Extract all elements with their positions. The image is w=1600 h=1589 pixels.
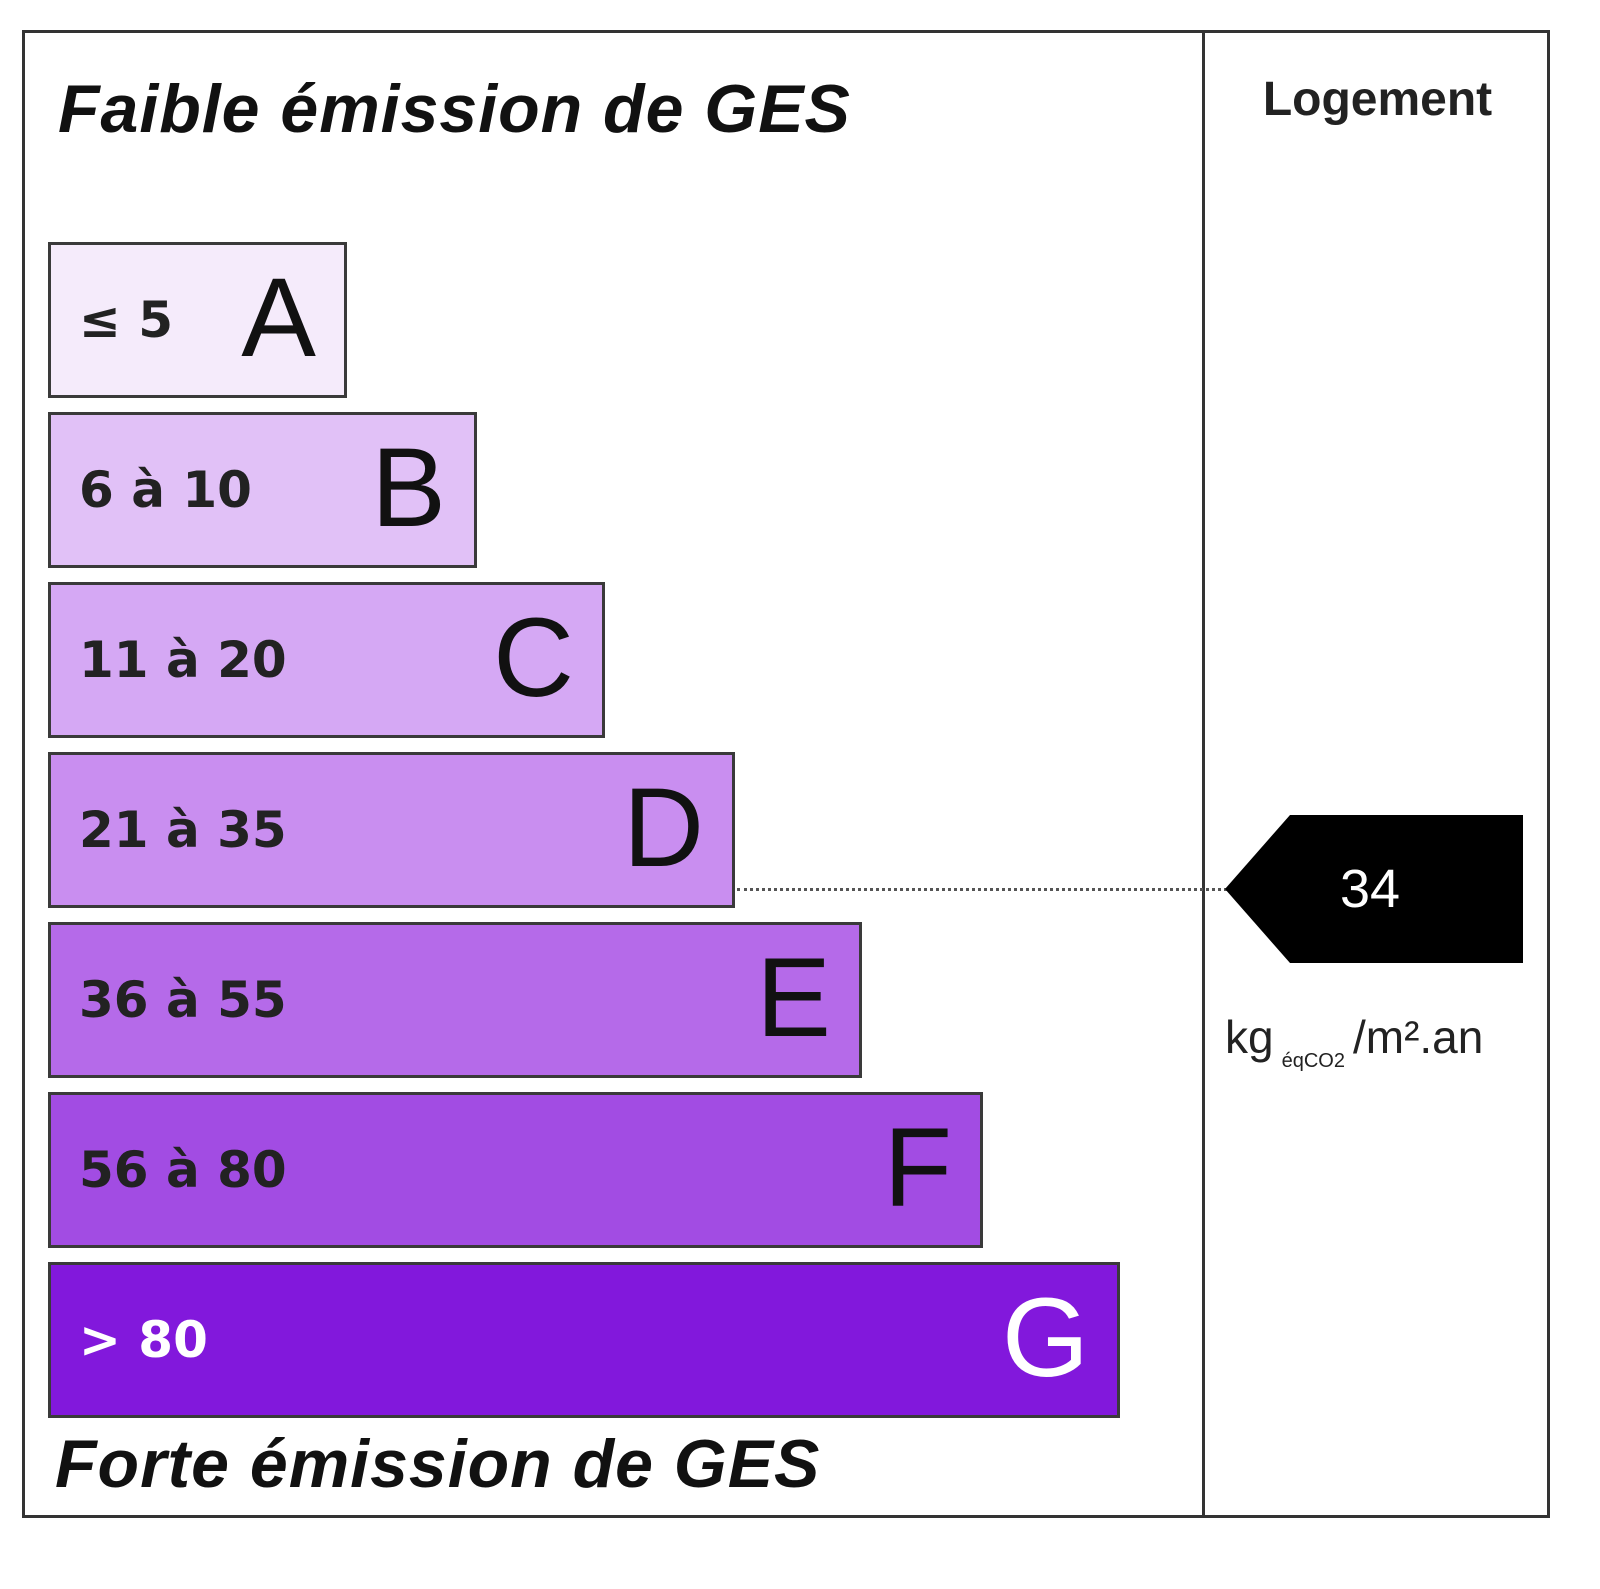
class-bar-f: 56 à 80 F [48, 1092, 983, 1248]
class-range: 6 à 10 [79, 461, 252, 519]
column-divider [1202, 30, 1205, 1518]
class-letter: D [623, 764, 704, 890]
label-frame [22, 30, 1550, 1518]
class-letter: C [493, 594, 574, 720]
class-bar-g: > 80 G [48, 1262, 1120, 1418]
class-bar-b: 6 à 10 B [48, 412, 477, 568]
title-low-emission: Faible émission de GES [58, 71, 851, 147]
units-main: kg [1225, 1011, 1274, 1063]
value-arrow-icon [1225, 815, 1523, 963]
units-sub: éqCO2 [1281, 1050, 1345, 1072]
class-bar-c: 11 à 20 C [48, 582, 605, 738]
class-bar-e: 36 à 55 E [48, 922, 862, 1078]
class-letter: F [883, 1104, 952, 1230]
class-range: 11 à 20 [79, 631, 287, 689]
class-letter: A [241, 254, 316, 380]
class-range: ≤ 5 [79, 291, 174, 349]
class-range: 56 à 80 [79, 1141, 287, 1199]
ges-value: 34 [1339, 859, 1401, 919]
class-letter: B [371, 424, 446, 550]
class-range: 36 à 55 [79, 971, 287, 1029]
class-range: 21 à 35 [79, 801, 287, 859]
class-letter: G [1001, 1274, 1089, 1400]
class-bar-d: 21 à 35 D [48, 752, 735, 908]
dotted-leader-line [737, 888, 1227, 891]
class-range: > 80 [79, 1311, 208, 1369]
title-high-emission: Forte émission de GES [55, 1426, 821, 1502]
units-label: kg éqCO2/m².an [1225, 1010, 1483, 1073]
class-bar-a: ≤ 5 A [48, 242, 347, 398]
class-letter: E [756, 934, 831, 1060]
units-tail: /m².an [1352, 1011, 1484, 1063]
column-header-logement: Logement [1262, 73, 1493, 126]
